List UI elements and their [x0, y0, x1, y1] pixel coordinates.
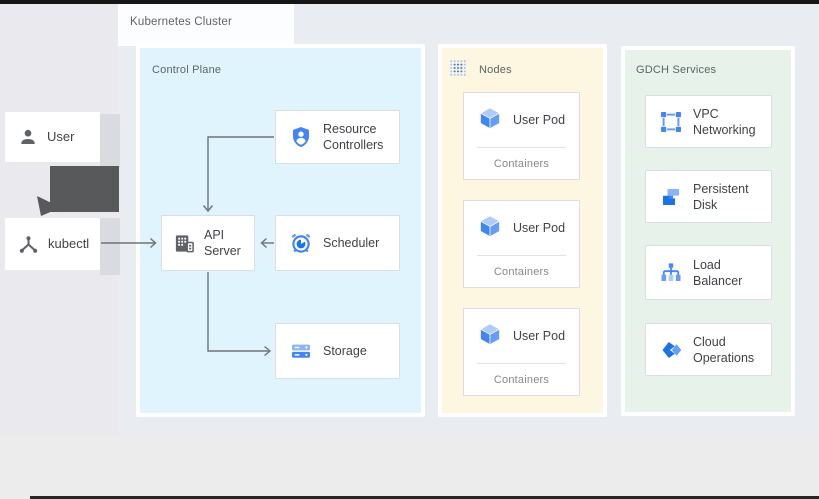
pod-divider: [477, 255, 566, 256]
pod-cube-icon: [478, 322, 502, 351]
nodes-grid-icon: [450, 60, 466, 76]
persistent-disk-box: Persistent Disk: [645, 170, 772, 223]
load-balancer-box: Load Balancer: [645, 245, 772, 300]
control-plane-label: Control Plane: [152, 64, 222, 76]
box-label: Persistent Disk: [693, 181, 749, 212]
gdch-services-label: GDCH Services: [636, 64, 717, 76]
pod-title: User Pod: [512, 113, 566, 127]
box-label: Resource Controllers: [323, 122, 384, 152]
api-server-icon: [173, 232, 196, 255]
scheduler-icon: [289, 231, 313, 255]
pod-divider: [477, 363, 566, 364]
user-pod-box: User Pod Containers: [463, 200, 580, 288]
resource-controllers-box: Resource Controllers: [275, 110, 400, 164]
box-label: API Server: [204, 228, 241, 258]
persistent-disk-icon: [659, 185, 683, 209]
user-box-shadow: [100, 114, 120, 168]
pod-divider: [477, 147, 566, 148]
pod-subtitle: Containers: [493, 265, 550, 278]
shield-person-icon: [289, 125, 313, 149]
kubectl-label: kubectl: [48, 236, 90, 251]
cloud-operations-box: Cloud Operations: [645, 323, 772, 376]
load-balancer-icon: [659, 261, 683, 285]
box-label: Scheduler: [323, 236, 380, 250]
kubernetes-cluster-label: Kubernetes Cluster: [130, 16, 233, 28]
kubectl-icon: [18, 234, 39, 255]
pod-cube-icon: [478, 106, 502, 135]
user-label: User: [47, 129, 75, 144]
pod-subtitle: Containers: [493, 157, 550, 170]
user-box: User: [5, 112, 100, 162]
kubectl-box-shadow: [100, 218, 120, 275]
pod-subtitle: Containers: [493, 373, 550, 386]
top-border: [0, 0, 819, 4]
pod-cube-icon: [478, 214, 502, 243]
nodes-label: Nodes: [479, 64, 512, 76]
storage-icon: [289, 339, 313, 363]
vpc-icon: [659, 110, 683, 134]
box-label: Load Balancer: [693, 257, 743, 288]
user-pod-box: User Pod Containers: [463, 92, 580, 180]
cluster-label-band: [118, 4, 294, 46]
bottom-border: [30, 496, 819, 499]
vpc-networking-box: VPC Networking: [645, 95, 772, 148]
kubectl-box: kubectl: [5, 218, 100, 270]
api-server-box: API Server: [161, 215, 255, 271]
box-label: VPC Networking: [693, 106, 756, 137]
scheduler-box: Scheduler: [275, 215, 400, 271]
pod-title: User Pod: [512, 329, 566, 343]
person-icon: [18, 127, 38, 147]
box-label: Cloud Operations: [693, 334, 755, 365]
cloud-operations-icon: [659, 338, 683, 362]
storage-box: Storage: [275, 323, 400, 379]
user-pod-box: User Pod Containers: [463, 308, 580, 396]
pod-title: User Pod: [512, 221, 566, 235]
box-label: Storage: [323, 344, 367, 358]
